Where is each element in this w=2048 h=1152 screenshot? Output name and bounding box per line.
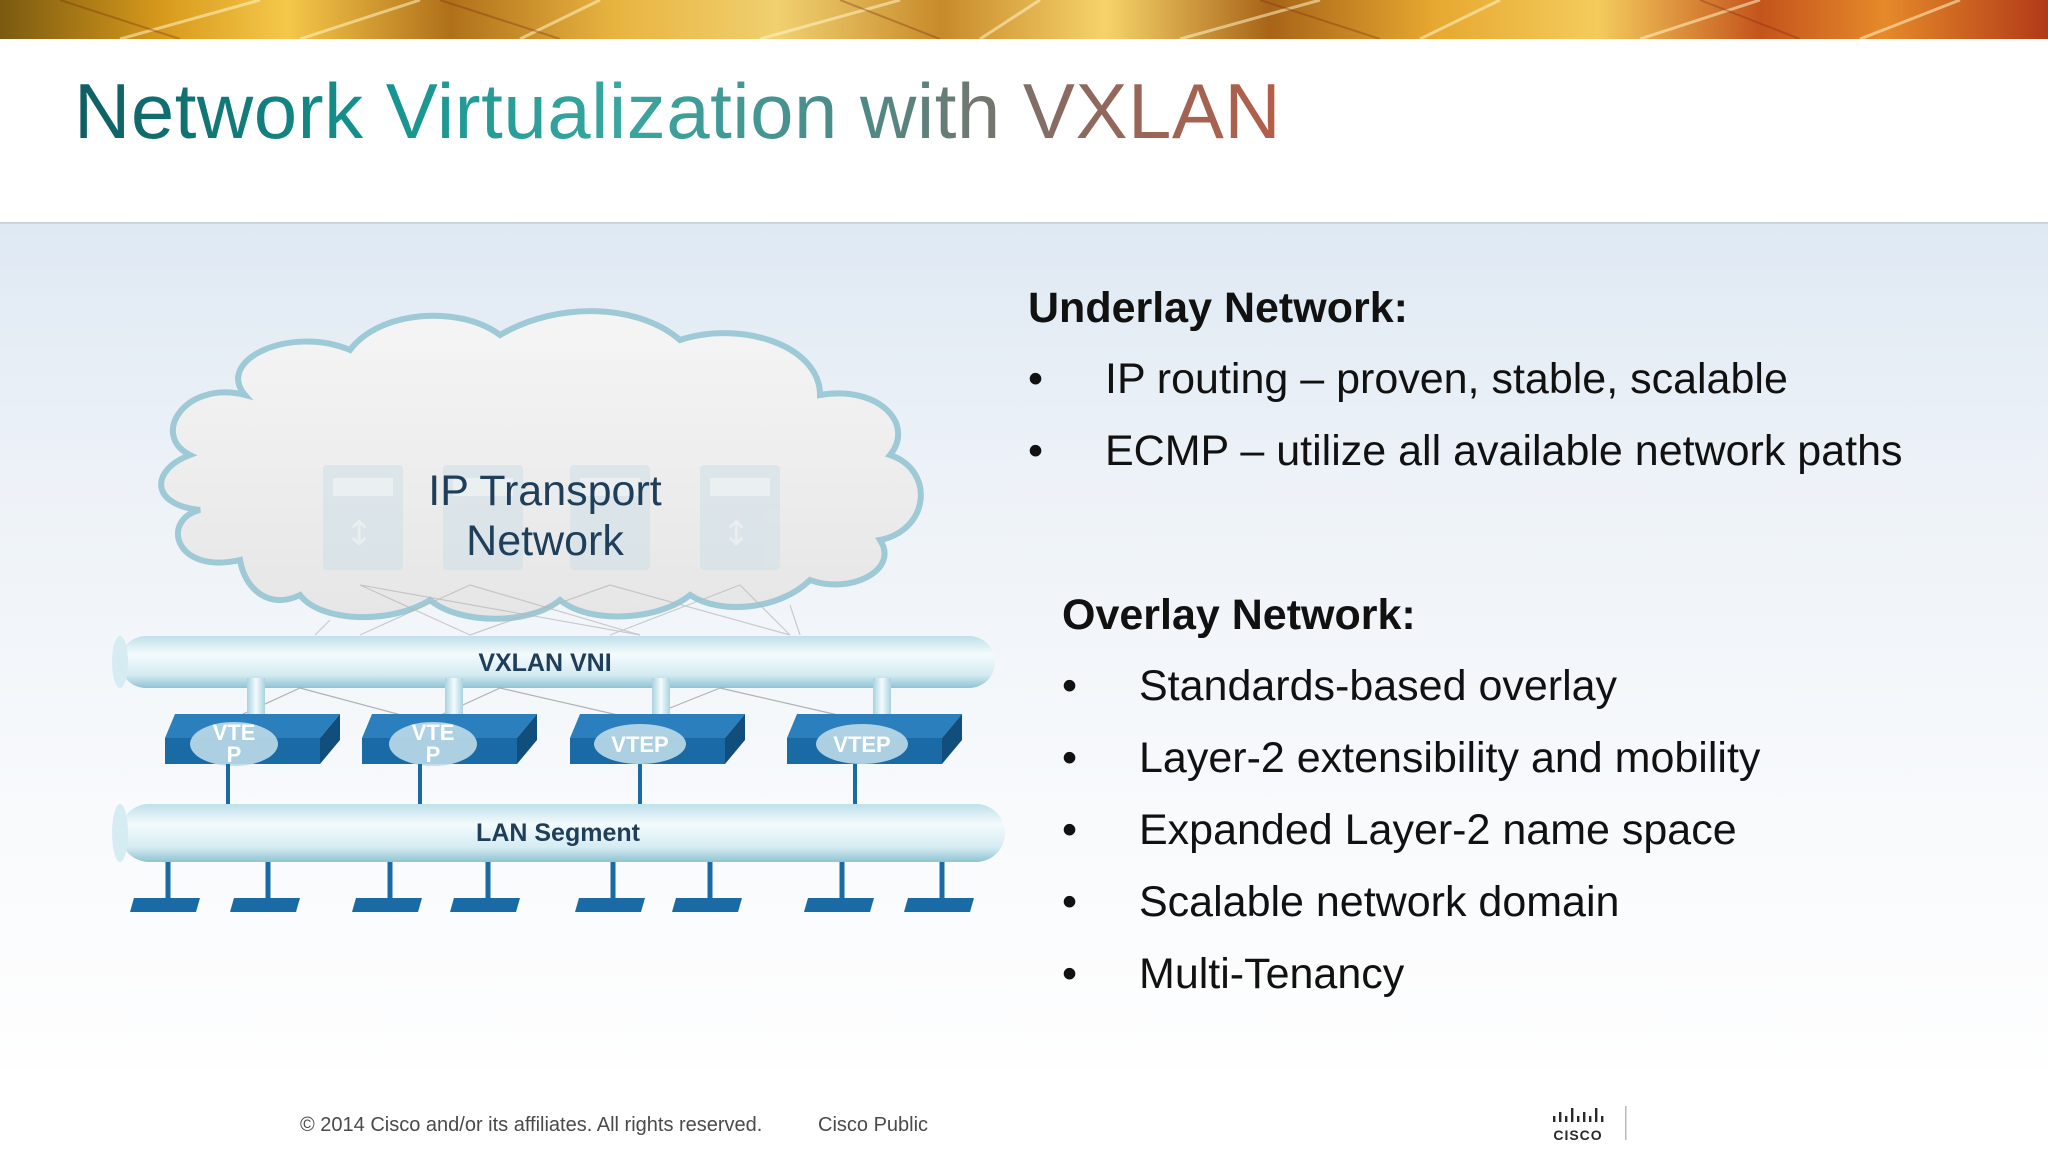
host-icon [352, 862, 422, 912]
footer-classification: Cisco Public [818, 1114, 929, 1136]
top-decorative-banner [0, 0, 2048, 39]
vni-pipe-label: VXLAN VNI [478, 649, 611, 677]
vtep-label: P [426, 742, 441, 767]
slide-title: Network Virtualization with VXLAN [74, 67, 1282, 155]
switch-icon: VTEP [787, 714, 962, 764]
vtep-label: VTE [213, 720, 256, 745]
host-icon [450, 862, 520, 912]
svg-text:↕: ↕ [345, 514, 374, 554]
lan-segment-pipe: LAN Segment [112, 804, 1005, 862]
cloud-icon: ↕ ↕ IP Transport Network [158, 308, 924, 636]
bullet-icon: • [1028, 427, 1044, 475]
vtep-label: VTE [412, 720, 455, 745]
bullet-icon: • [1062, 806, 1078, 854]
overlay-item-text: Multi-Tenancy [1139, 950, 1405, 998]
bullet-icon: • [1062, 734, 1078, 782]
host-icon [804, 862, 874, 912]
router-icon [570, 465, 650, 570]
vtep-label: P [227, 742, 242, 767]
bullet-icon: • [1028, 355, 1044, 403]
vtep-label: VTEP [611, 732, 668, 757]
overlay-item-text: Standards-based overlay [1139, 662, 1618, 710]
host-icon [130, 862, 200, 912]
host-icon [672, 862, 742, 912]
cloud-label-line2: Network [466, 517, 624, 565]
overlay-item-text: Layer-2 extensibility and mobility [1139, 734, 1761, 782]
footer-copyright: © 2014 Cisco and/or its affiliates. All … [300, 1114, 763, 1136]
slide-footer [0, 1070, 2048, 1152]
bullet-icon: • [1062, 878, 1078, 926]
router-icon: ↕ [323, 465, 403, 570]
router-icon: ↕ [700, 465, 780, 570]
vxlan-network-diagram: ↕ ↕ IP Transport Network [112, 308, 1005, 912]
host-icon [904, 862, 974, 912]
cloud-label-line1: IP Transport [428, 467, 661, 515]
bullet-icon: • [1062, 662, 1078, 710]
cisco-logo-icon: CISCO [1553, 1106, 1627, 1143]
overlay-item-text: Scalable network domain [1139, 878, 1620, 926]
banner-light-streaks [59, 0, 1961, 39]
underlay-item-text: ECMP – utilize all available network pat… [1105, 427, 1903, 475]
overlay-heading: Overlay Network: [1062, 591, 1416, 639]
svg-text:↕: ↕ [722, 514, 751, 554]
underlay-heading: Underlay Network: [1028, 284, 1408, 332]
bullet-icon: • [1062, 950, 1078, 998]
host-icon [230, 862, 300, 912]
overlay-item-text: Expanded Layer-2 name space [1139, 806, 1737, 854]
host-icon [575, 862, 645, 912]
cisco-logo-text: CISCO [1553, 1127, 1602, 1143]
lan-pipe-label: LAN Segment [476, 819, 641, 847]
switch-icon: VTE P [362, 714, 537, 767]
switch-icon: VTEP [570, 714, 745, 764]
underlay-item-text: IP routing – proven, stable, scalable [1105, 355, 1788, 403]
vtep-label: VTEP [833, 732, 890, 757]
vxlan-vni-pipe: VXLAN VNI [112, 636, 995, 688]
switch-icon: VTE P [165, 714, 340, 767]
router-icon [443, 465, 523, 570]
